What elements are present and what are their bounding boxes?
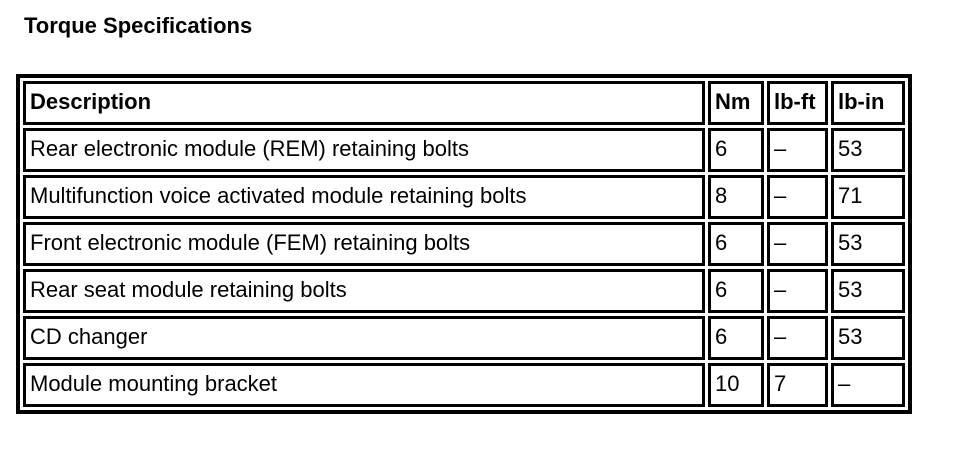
cell-nm: 6	[708, 316, 764, 360]
page: Torque Specifications Description Nm lb-…	[0, 13, 960, 414]
cell-lb-in: 53	[831, 316, 905, 360]
cell-lb-ft: –	[767, 269, 828, 313]
torque-specifications-table: Description Nm lb-ft lb-in Rear electron…	[16, 74, 912, 414]
cell-lb-in: 53	[831, 222, 905, 266]
column-header-lb-ft: lb-ft	[767, 81, 828, 125]
cell-lb-ft: –	[767, 128, 828, 172]
cell-lb-ft: –	[767, 222, 828, 266]
cell-description: Front electronic module (FEM) retaining …	[23, 222, 705, 266]
cell-lb-in: 53	[831, 269, 905, 313]
table-row: Rear seat module retaining bolts 6 – 53	[23, 269, 905, 313]
table-row: Module mounting bracket 10 7 –	[23, 363, 905, 407]
cell-nm: 6	[708, 222, 764, 266]
cell-nm: 6	[708, 269, 764, 313]
cell-nm: 8	[708, 175, 764, 219]
column-header-lb-in: lb-in	[831, 81, 905, 125]
cell-lb-ft: 7	[767, 363, 828, 407]
cell-lb-in: 71	[831, 175, 905, 219]
table-row: Rear electronic module (REM) retaining b…	[23, 128, 905, 172]
cell-description: CD changer	[23, 316, 705, 360]
cell-lb-ft: –	[767, 316, 828, 360]
cell-lb-ft: –	[767, 175, 828, 219]
cell-lb-in: 53	[831, 128, 905, 172]
cell-lb-in: –	[831, 363, 905, 407]
page-title: Torque Specifications	[24, 13, 253, 38]
cell-description: Multifunction voice activated module ret…	[23, 175, 705, 219]
cell-description: Rear seat module retaining bolts	[23, 269, 705, 313]
table-row: Front electronic module (FEM) retaining …	[23, 222, 905, 266]
cell-description: Module mounting bracket	[23, 363, 705, 407]
cell-description: Rear electronic module (REM) retaining b…	[23, 128, 705, 172]
column-header-nm: Nm	[708, 81, 764, 125]
table-row: Multifunction voice activated module ret…	[23, 175, 905, 219]
column-header-description: Description	[23, 81, 705, 125]
header-row: Description Nm lb-ft lb-in	[23, 81, 905, 125]
cell-nm: 6	[708, 128, 764, 172]
cell-nm: 10	[708, 363, 764, 407]
table-row: CD changer 6 – 53	[23, 316, 905, 360]
